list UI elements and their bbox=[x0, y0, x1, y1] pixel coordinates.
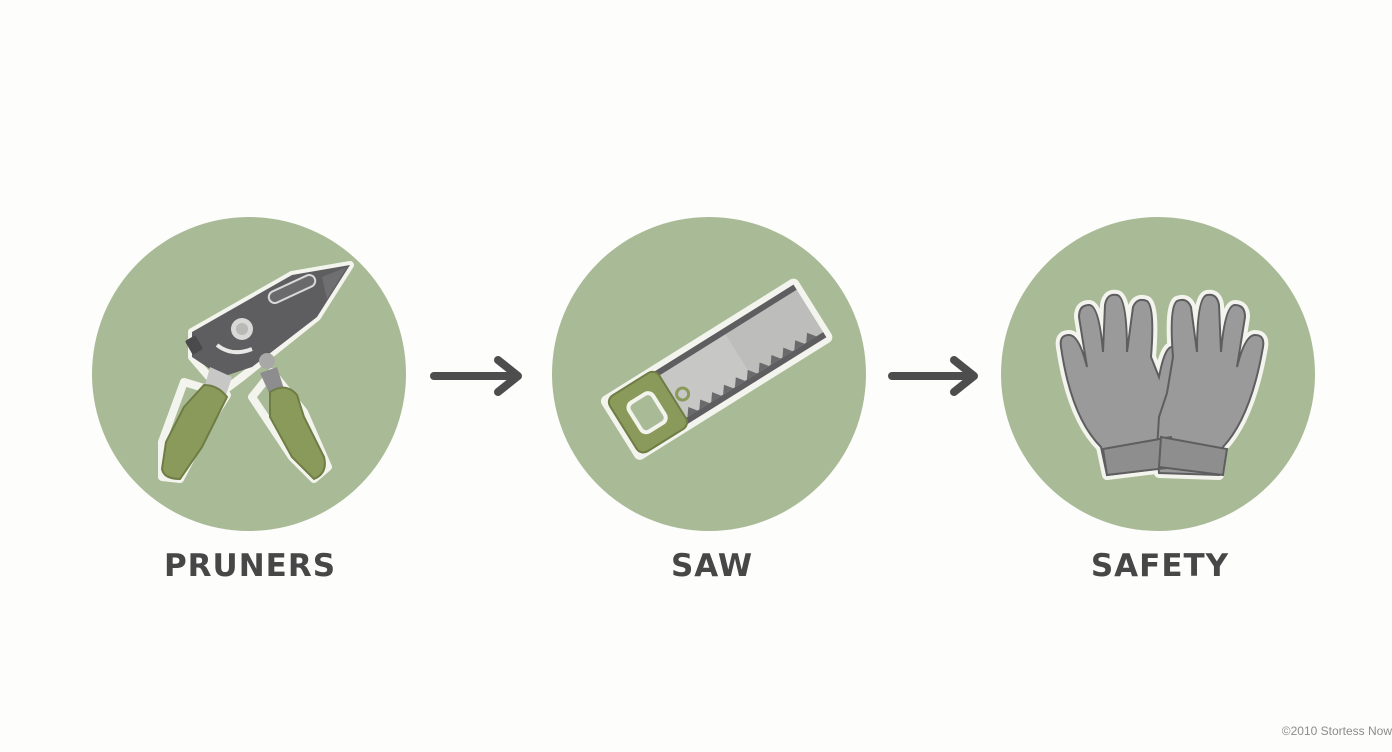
pruners-icon bbox=[158, 261, 354, 483]
image-credit: ©2010 Stortess Now bbox=[1281, 724, 1392, 738]
pruners-circle bbox=[92, 217, 406, 531]
step-label-safety: SAFETY bbox=[1090, 548, 1230, 584]
saw-icon bbox=[600, 278, 833, 460]
gloves-icon bbox=[1055, 289, 1269, 480]
arrow-right-icon bbox=[430, 356, 522, 396]
safety-circle bbox=[1001, 217, 1315, 531]
step-label-pruners: PRUNERS bbox=[163, 548, 337, 584]
arrow-right-icon bbox=[888, 356, 978, 396]
step-label-saw: SAW bbox=[670, 548, 754, 584]
saw-circle bbox=[552, 217, 866, 531]
